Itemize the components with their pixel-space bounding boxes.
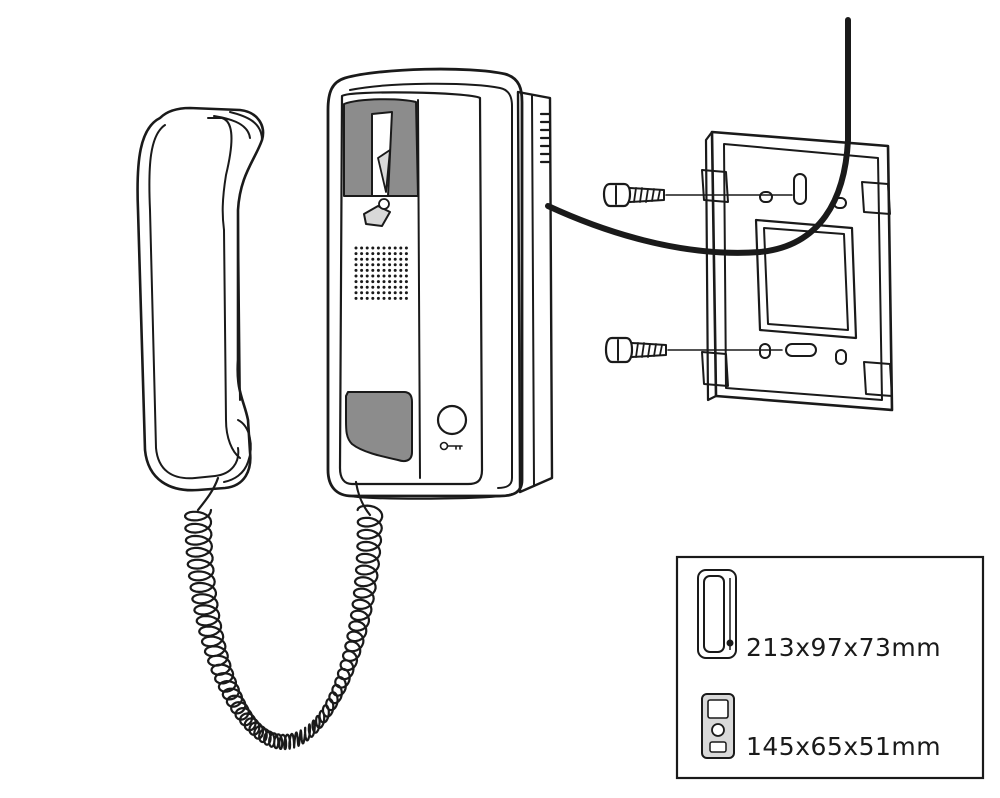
mounting-bracket bbox=[701, 130, 894, 412]
outdoor-unit-dimension-label: 145x65x51mm bbox=[746, 732, 941, 761]
wall-cable bbox=[545, 17, 851, 256]
handset bbox=[136, 106, 265, 492]
dimensions-box: 213x97x73mm 145x65x51mm bbox=[675, 555, 985, 780]
speaker-grille bbox=[354, 246, 408, 300]
outdoor-unit-icon bbox=[701, 693, 735, 759]
handset-cord bbox=[184, 476, 384, 751]
indoor-unit bbox=[326, 67, 554, 500]
screw bbox=[604, 336, 783, 364]
screw bbox=[602, 182, 793, 208]
indoor-unit-icon bbox=[697, 569, 737, 659]
indoor-unit-dimension-label: 213x97x73mm bbox=[746, 633, 941, 662]
